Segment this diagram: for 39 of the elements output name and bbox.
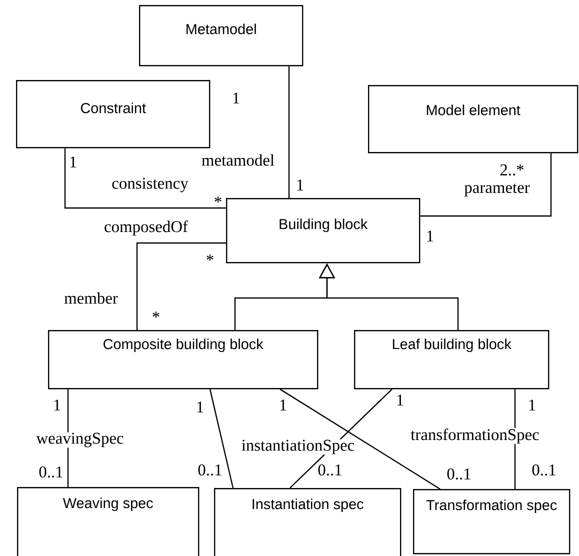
class-box: Constraint [16,80,210,148]
class-box: Leaf building block [354,330,550,390]
class-box: Transformation spec [413,489,570,554]
class-box: Model element [368,85,578,154]
multiplicity-label: 1 [70,156,76,168]
multiplicity-label: * [206,254,214,261]
role-name: instantiationSpec [240,439,356,455]
role-name: parameter [464,183,530,197]
multiplicity-label: 1 [233,92,240,104]
multiplicity-label: 1 [529,400,536,410]
association-line [288,66,290,198]
multiplicity-label: 1 [54,400,60,410]
class-box: Metamodel [139,5,304,66]
class-box: Composite building block [48,330,318,390]
association-line [420,153,552,217]
class-box: Weaving spec [17,487,200,556]
multiplicity-label: * [152,312,160,318]
role-name: transformationSpec [410,428,540,444]
role-name: composedOf [104,220,188,236]
class-box: Instantiation spec [214,488,402,556]
association-line [136,242,226,330]
multiplicity-label: 1 [427,230,434,242]
association-line [209,389,234,488]
multiplicity-label: 1 [297,180,304,190]
multiplicity-label: 1 [397,394,404,406]
association-line [280,388,440,490]
association-line [64,148,226,209]
multiplicity-label: 0..1 [447,468,470,480]
multiplicity-label: 1 [280,400,286,410]
class-box: Building block [226,198,420,264]
multiplicity-label: 0..1 [198,464,222,476]
role-name: weavingSpec [36,432,124,448]
multiplicity-label: * [214,196,222,203]
multiplicity-label: 0..1 [318,464,342,476]
multiplicity-label: member [64,292,118,304]
multiplicity-label: 1 [197,402,204,412]
multiplicity-label: 0..1 [39,466,62,478]
role-name: metamodel [201,154,276,166]
role-name: consistency [111,177,189,193]
